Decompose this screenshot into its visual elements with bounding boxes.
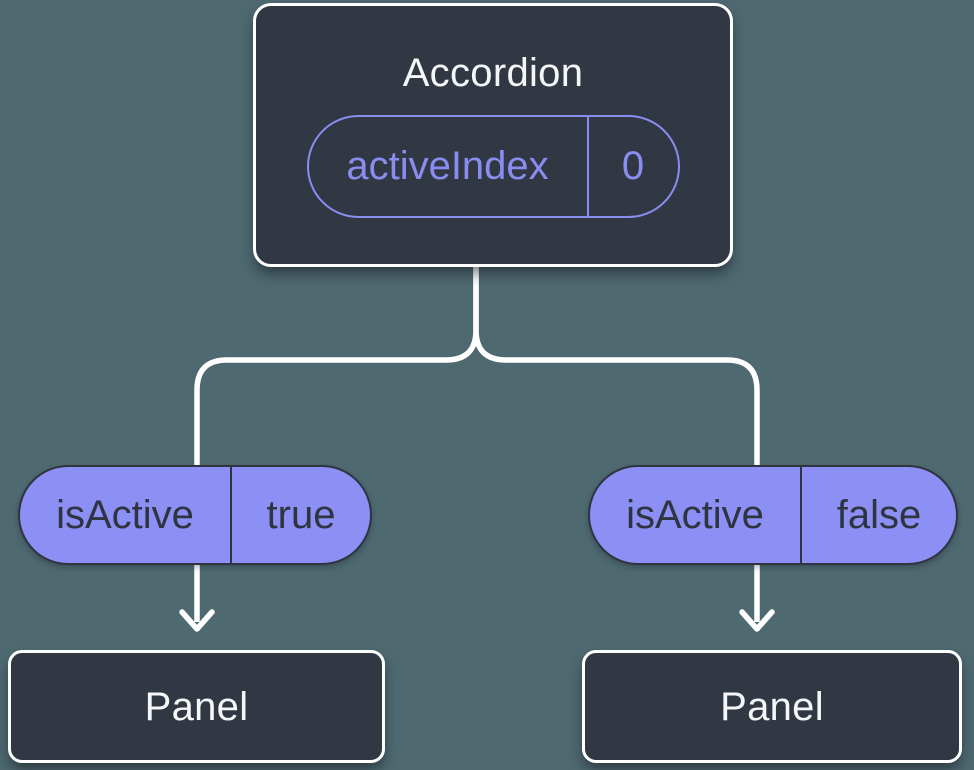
pill-divider	[586, 116, 589, 216]
state-pill-activeindex: activeIndex 0	[306, 114, 680, 218]
panel-node: Panel	[582, 650, 962, 763]
pill-value: 0	[621, 143, 645, 188]
down-arrow-icon	[739, 609, 775, 632]
pill-value: true	[266, 492, 336, 537]
pill-divider	[800, 467, 802, 563]
pill-name: isActive	[56, 492, 194, 537]
pill-name: activeIndex	[346, 143, 549, 188]
fork-branch-right	[473, 266, 760, 470]
down-arrow-icon	[179, 609, 215, 632]
node-title: Accordion	[402, 50, 584, 95]
accordion-node: Accordion activeIndex 0	[253, 3, 733, 267]
pill-name: isActive	[626, 492, 764, 537]
node-title: Panel	[720, 684, 824, 729]
pill-divider	[230, 467, 232, 563]
prop-pill-isactive-true: isActive true	[18, 465, 372, 565]
prop-pill-isactive-false: isActive false	[588, 465, 958, 565]
fork-branch-left	[194, 266, 479, 470]
node-title: Panel	[144, 684, 249, 729]
panel-node: Panel	[8, 650, 385, 763]
pill-value: false	[836, 492, 922, 537]
